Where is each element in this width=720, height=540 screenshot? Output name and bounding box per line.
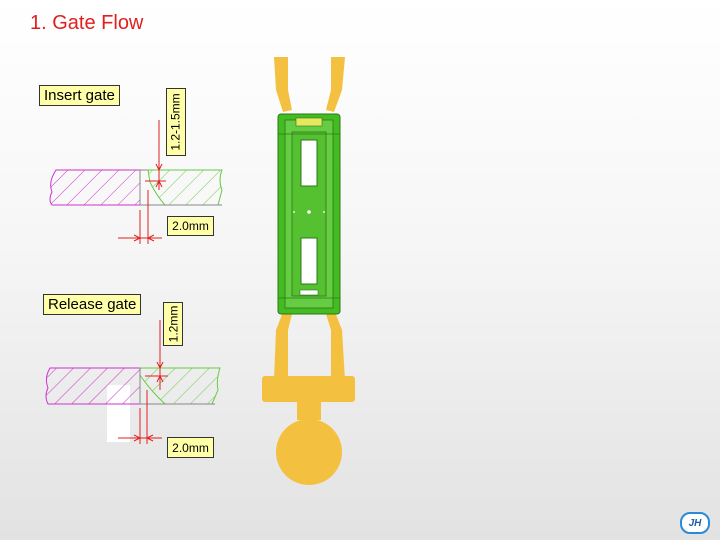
molded-part [277,113,341,315]
release-gate-horizontal-dimension: 2.0mm [167,437,214,458]
insert-gate-green-section [139,169,223,206]
release-gate-green-section [139,367,221,405]
insert-gate-label: Insert gate [39,85,120,106]
page-title: 1. Gate Flow [30,12,144,34]
runner-system [262,57,355,485]
release-gate-vertical-dimension: 1.2mm [163,302,183,346]
release-gate-label: Release gate [43,294,142,315]
insert-gate-magenta-section [49,169,160,206]
insert-gate-dimensions [118,120,166,244]
insert-gate-vertical-dimension: 1.2-1.5mm [166,88,186,156]
release-gate-dimensions [118,320,168,444]
insert-gate-horizontal-dimension: 2.0mm [167,216,214,236]
release-gate-magenta-section [45,367,141,405]
jh-logo: JH [680,512,710,534]
